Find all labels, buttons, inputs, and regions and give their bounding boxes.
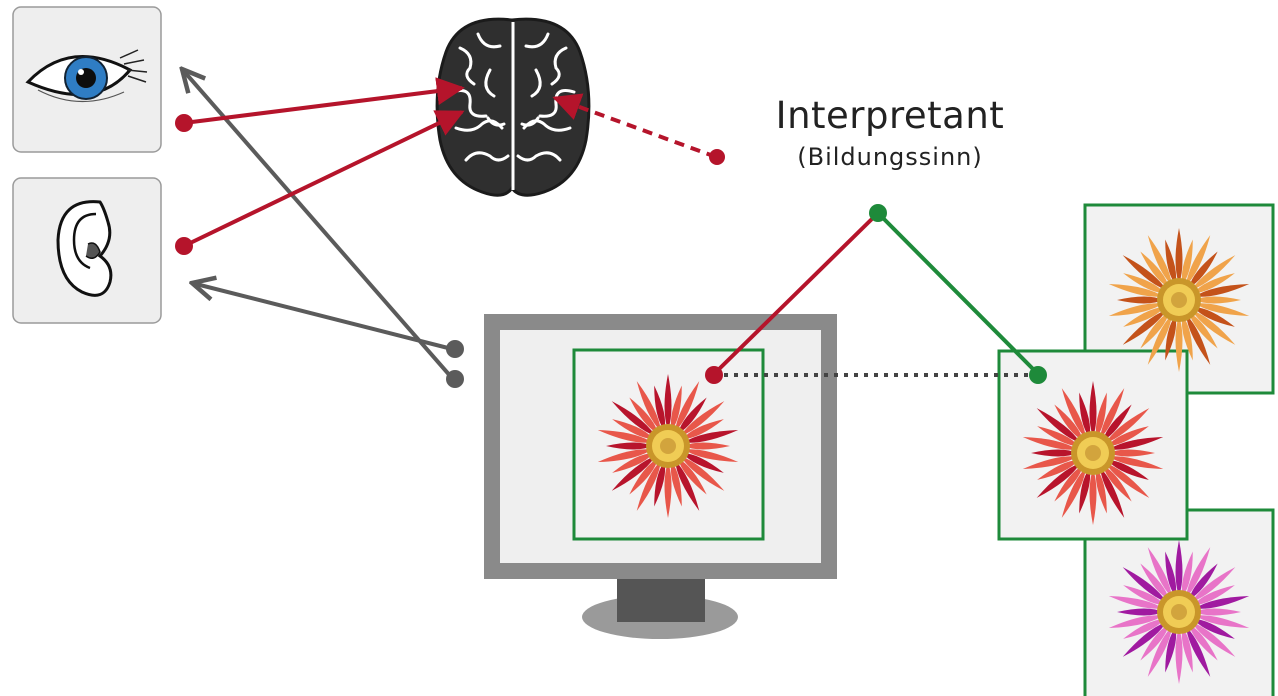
brain-icon: [435, 17, 591, 197]
eye-icon: [25, 49, 148, 103]
interpretant-title: Interpretant: [775, 94, 1005, 137]
eye-panel: [12, 6, 162, 153]
flower-icon: [1108, 228, 1250, 372]
flower-icon: [1022, 381, 1164, 525]
ear-panel: [12, 177, 162, 324]
semiotic-triangle: [705, 204, 1047, 384]
flower-icon: [597, 374, 739, 518]
flower-icon: [1108, 540, 1250, 684]
monitor-icon: [484, 314, 837, 639]
flowers: [597, 228, 1250, 684]
ear-icon: [56, 200, 113, 297]
red-arrows: [175, 77, 725, 255]
gray-arrows: [182, 69, 464, 388]
interpretant-subtitle: (Bildungssinn): [797, 143, 983, 171]
